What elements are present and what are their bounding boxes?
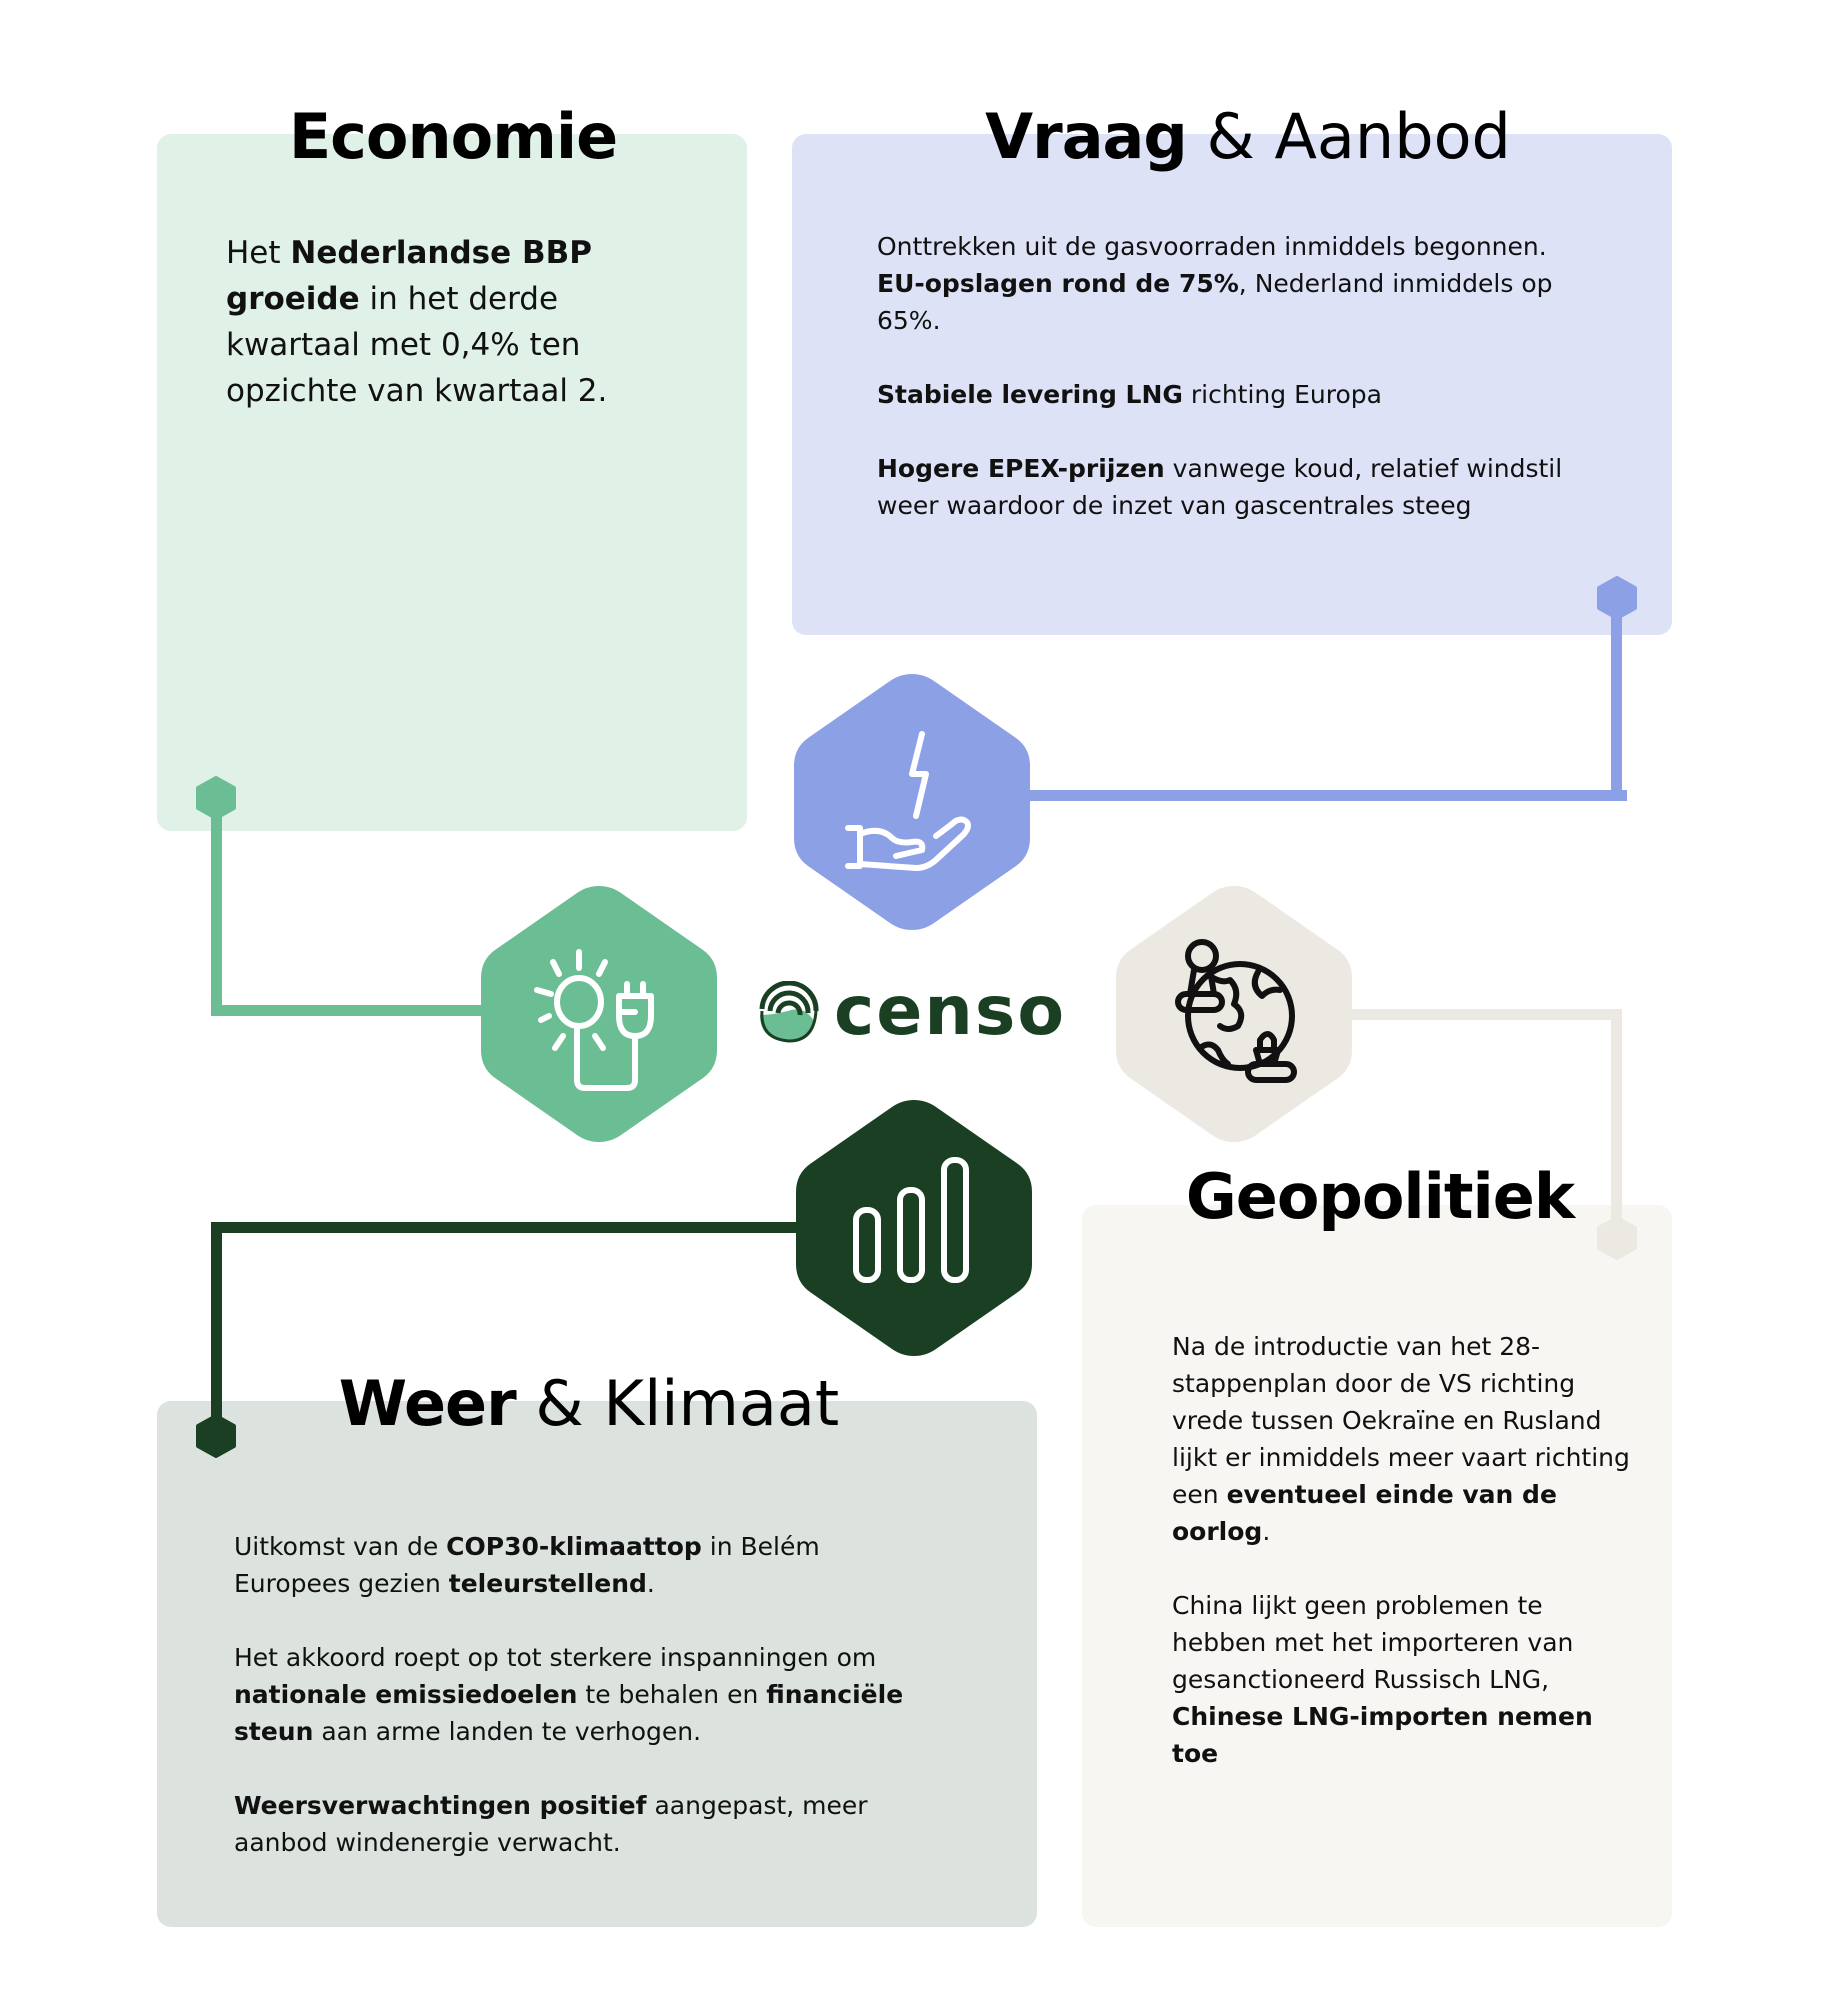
bold-text: eventueel einde van de oorlog (1172, 1480, 1557, 1546)
text: Onttrekken uit de gasvoorraden inmiddels… (877, 232, 1547, 261)
text: Uitkomst van de (234, 1532, 447, 1561)
vraag-aanbod-body: Onttrekken uit de gasvoorraden inmiddels… (877, 228, 1597, 524)
weer-klimaat-panel (157, 1401, 1037, 1927)
bold-text: Weersverwachtingen positief (234, 1791, 647, 1820)
paragraph: Stabiele levering LNG richting Europa (877, 376, 1597, 413)
weer-connector-horizontal (211, 1222, 801, 1233)
vraag-aanbod-title: Vraag & Aanbod (985, 100, 1511, 173)
economie-hexagon (475, 880, 723, 1148)
bold-text: financiële steun (234, 1680, 904, 1746)
vraag-aanbod-hexagon (788, 668, 1036, 936)
weer-klimaat-body: Uitkomst van de COP30-klimaattop in Belé… (234, 1528, 934, 1861)
text: Het akkoord roept op tot sterkere inspan… (234, 1643, 877, 1672)
paragraph: Onttrekken uit de gasvoorraden inmiddels… (877, 228, 1597, 339)
text: . (646, 1569, 655, 1598)
bold-text: Chinese LNG-importen nemen toe (1172, 1702, 1593, 1768)
bold-text: Stabiele levering LNG (877, 380, 1183, 409)
economie-title: Economie (288, 100, 618, 173)
geopolitiek-panel (1082, 1205, 1672, 1927)
text: China lijkt geen problemen te hebben met… (1172, 1591, 1574, 1694)
globe-chess-icon (1175, 939, 1297, 1083)
lightbulb-plug-icon (534, 949, 654, 1091)
bold-text: Nederlandse BBP groeide (226, 235, 592, 317)
text: vanwege koud, relatief windstil weer waa… (877, 454, 1563, 520)
censo-leaf-waves-icon (759, 981, 819, 1043)
weer-klimaat-hexagon (790, 1094, 1038, 1362)
censo-wordmark: censo (834, 972, 1067, 1051)
geo-connector-node (1597, 1216, 1637, 1260)
geopolitiek-body: Na de introductie van het 28-stappenplan… (1172, 1328, 1642, 1772)
weer-connector-node (196, 1414, 236, 1458)
paragraph: China lijkt geen problemen te hebben met… (1172, 1587, 1642, 1772)
text: . (1262, 1517, 1271, 1546)
bar-chart-icon (853, 1157, 969, 1283)
geo-connector-vertical (1611, 1009, 1622, 1235)
weer-connector-vertical (211, 1222, 222, 1432)
paragraph: Na de introductie van het 28-stappenplan… (1172, 1328, 1642, 1550)
bold-text: teleurstellend (448, 1569, 647, 1598)
geopolitiek-hexagon (1110, 880, 1358, 1148)
paragraph: Uitkomst van de COP30-klimaattop in Belé… (234, 1528, 934, 1602)
economie-panel (157, 134, 747, 831)
geo-connector-horizontal (1350, 1009, 1622, 1020)
bold-text: nationale emissiedoelen (234, 1680, 578, 1709)
text: richting Europa (1182, 380, 1382, 409)
paragraph: Het akkoord roept op tot sterkere inspan… (234, 1639, 934, 1750)
text: in Belém Europees gezien (234, 1532, 820, 1598)
hand-lightning-icon (845, 731, 971, 871)
paragraph: Hogere EPEX-prijzen vanwege koud, relati… (877, 450, 1597, 524)
text: aan arme landen te verhogen. (313, 1717, 702, 1746)
bold-text: COP30-klimaattop (446, 1532, 702, 1561)
text: in het derde kwartaal met 0,4% ten opzic… (226, 281, 608, 409)
economie-connector-horizontal (211, 1005, 481, 1016)
text: , Nederland inmiddels op 65%. (877, 269, 1553, 335)
vraag-connector-node (1597, 576, 1637, 620)
bold-text: EU-opslagen rond de 75% (877, 269, 1239, 298)
weer-klimaat-title: Weer & Klimaat (338, 1367, 840, 1440)
vraag-connector-horizontal (1030, 790, 1627, 801)
text: te behalen en (577, 1680, 767, 1709)
text: Het (226, 235, 291, 271)
geopolitiek-title: Geopolitiek (1185, 1160, 1575, 1233)
paragraph: Het Nederlandse BBP groeide in het derde… (226, 230, 666, 414)
economie-connector-vertical (211, 800, 222, 1016)
text: Na de introductie van het 28-stappenplan… (1172, 1332, 1630, 1509)
vraag-connector-vertical (1611, 600, 1622, 801)
bold-text: Hogere EPEX-prijzen (877, 454, 1165, 483)
economie-connector-node (196, 776, 236, 820)
censo-logo: censo (758, 978, 1066, 1046)
text: aangepast, meer aanbod windenergie verwa… (234, 1791, 868, 1857)
paragraph: Weersverwachtingen positief aangepast, m… (234, 1787, 934, 1861)
economie-body: Het Nederlandse BBP groeide in het derde… (226, 230, 666, 414)
vraag-aanbod-panel (792, 134, 1672, 635)
